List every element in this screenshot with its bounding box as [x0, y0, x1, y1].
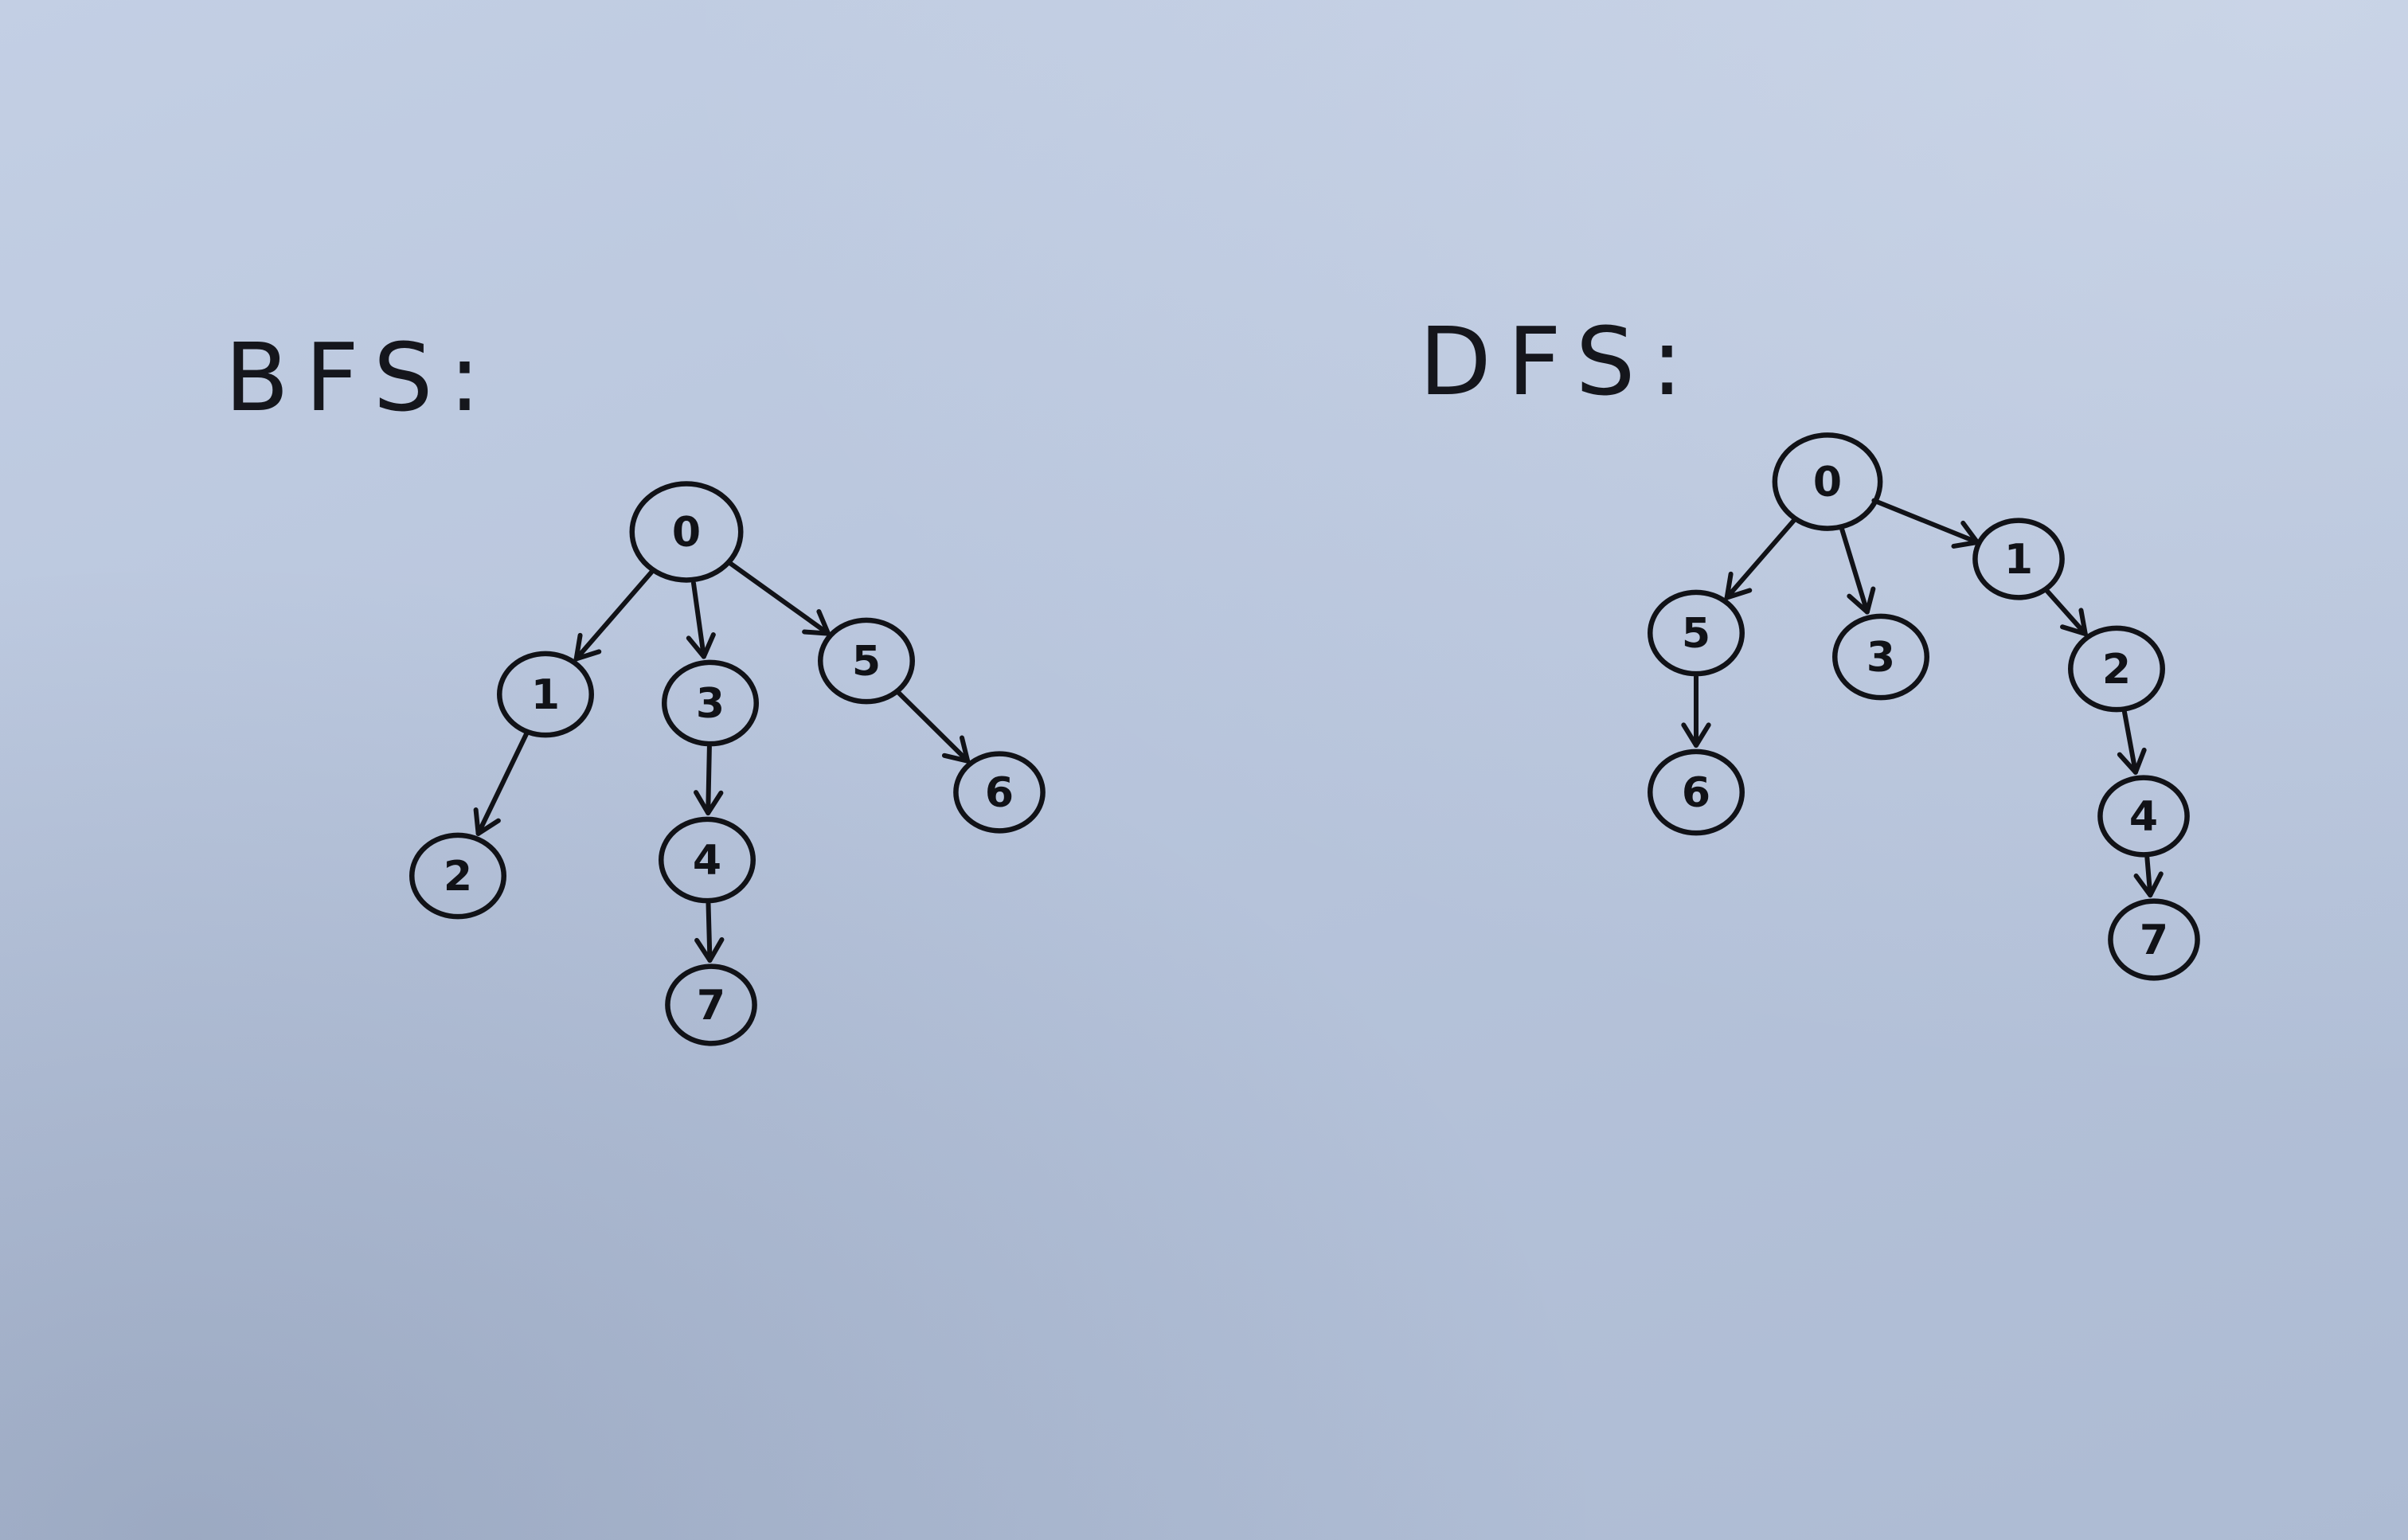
bfs-node-3-circle	[662, 659, 759, 747]
bfs-arrowhead-4-7	[694, 937, 725, 963]
bfs-edge-5-6	[895, 689, 971, 764]
bfs-title: BFS:	[225, 322, 496, 432]
bfs-edge-4-7	[694, 901, 725, 963]
dfs-node-7-label: 7	[2140, 917, 2168, 964]
bfs-arrowhead-5-6	[941, 735, 971, 764]
bfs-node-2-label: 2	[444, 853, 472, 901]
bfs-arrowhead-3-4	[694, 790, 724, 816]
bfs-node-5: 5	[818, 617, 915, 705]
dfs-edge-0-1	[1871, 498, 1980, 549]
bfs-edge-0-1	[573, 569, 655, 662]
dfs-node-6-label: 6	[1682, 769, 1710, 817]
bfs-edge-3-4	[694, 744, 724, 816]
bfs-node-1: 1	[497, 651, 594, 738]
bfs-arrowhead-0-3	[686, 632, 716, 659]
dfs-arrowhead-0-5	[1724, 571, 1753, 600]
bfs-node-3: 3	[662, 659, 759, 747]
dfs-arrowhead-5-6	[1681, 722, 1711, 748]
dfs-node-0-circle	[1772, 432, 1883, 531]
bfs-node-6-circle	[953, 751, 1046, 834]
bfs-node-6-label: 6	[985, 769, 1014, 817]
bfs-node-4: 4	[659, 816, 756, 904]
dfs-arrowhead-4-7	[2133, 871, 2164, 898]
bfs-node-0-circle	[629, 481, 744, 583]
dfs-edge-0-5	[1724, 517, 1797, 600]
bfs-node-2: 2	[409, 832, 506, 920]
bfs-node-1-circle	[497, 651, 594, 738]
bfs-node-0-label: 0	[672, 509, 701, 557]
bfs-node-1-label: 1	[531, 671, 560, 719]
dfs-edge-2-4	[2117, 709, 2147, 775]
dfs-node-6-circle	[1648, 749, 1745, 836]
bfs-edge-0-3	[686, 580, 716, 659]
dfs-node-5-circle	[1648, 589, 1745, 677]
dfs-edge-0-3	[1839, 527, 1876, 615]
dfs-node-6: 6	[1648, 749, 1745, 836]
dfs-title: DFS:	[1419, 307, 1698, 416]
bfs-arrowhead-1-2	[473, 807, 501, 836]
dfs-edge-4-7	[2133, 854, 2164, 898]
bfs-arrowhead-0-5	[802, 608, 831, 636]
dfs-node-3-circle	[1832, 613, 1929, 701]
dfs-node-4-circle	[2097, 775, 2190, 858]
dfs-node-7-circle	[2108, 898, 2200, 981]
dfs-edge-1-2	[2043, 587, 2088, 636]
bfs-edge-1-2	[473, 731, 530, 836]
bfs-node-5-label: 5	[852, 638, 881, 686]
bfs-node-3-label: 3	[696, 680, 725, 728]
dfs-node-2-circle	[2068, 625, 2165, 713]
dfs-node-7: 7	[2108, 898, 2200, 981]
bfs-node-4-label: 4	[693, 837, 721, 885]
dfs-node-2-label: 2	[2102, 646, 2131, 694]
bfs-node-5-circle	[818, 617, 915, 705]
bfs-edge-0-5	[725, 559, 831, 636]
dfs-arrowhead-0-3	[1847, 586, 1876, 615]
bfs-node-7: 7	[665, 963, 757, 1046]
dfs-arrowhead-1-2	[2060, 608, 2088, 636]
bfs-node-7-circle	[665, 963, 757, 1046]
bfs-node-6: 6	[953, 751, 1046, 834]
bfs-arrowhead-0-1	[573, 632, 602, 662]
dfs-node-2: 2	[2068, 625, 2165, 713]
dfs-tree: 0 5 3 1 6 2 4 7	[1648, 432, 2200, 981]
dfs-node-5-label: 5	[1682, 610, 1710, 658]
bfs-node-4-circle	[659, 816, 756, 904]
dfs-arrowhead-2-4	[2117, 747, 2147, 775]
bfs-node-0: 0	[629, 481, 744, 583]
dfs-node-0: 0	[1772, 432, 1883, 531]
dfs-node-5: 5	[1648, 589, 1745, 677]
dfs-node-0-label: 0	[1813, 459, 1842, 506]
dfs-node-4: 4	[2097, 775, 2190, 858]
bfs-node-7-label: 7	[697, 982, 725, 1030]
dfs-node-1-label: 1	[2004, 536, 2033, 584]
bfs-node-2-circle	[409, 832, 506, 920]
dfs-node-4-label: 4	[2129, 793, 2158, 841]
dfs-node-1: 1	[1972, 518, 2065, 600]
bfs-tree: 0 1 3 5 2 4 6 7	[409, 481, 1046, 1046]
dfs-node-3-label: 3	[1867, 634, 1895, 682]
dfs-edge-5-6	[1681, 674, 1711, 748]
dfs-node-1-circle	[1972, 518, 2065, 600]
dfs-node-3: 3	[1832, 613, 1929, 701]
